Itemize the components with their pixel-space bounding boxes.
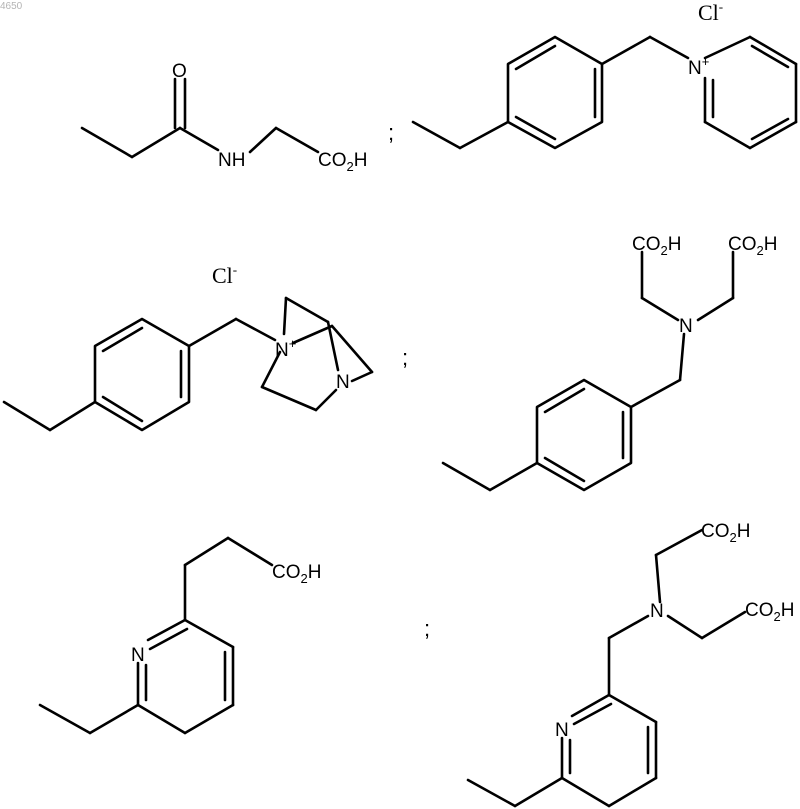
- structure-pyridinepropanoic-acid: N CO2H: [40, 538, 321, 733]
- page-label: 4650: [0, 1, 23, 12]
- carboxylic-acid-label: CO2H: [318, 150, 367, 174]
- bonds: [40, 538, 272, 733]
- carboxylic-acid-label: CO2H: [272, 562, 321, 586]
- bonds: [468, 530, 745, 806]
- separator-semicolon: ;: [424, 616, 430, 641]
- amine-nitrogen-label: N: [679, 316, 693, 337]
- pyridine-nitrogen-label: N: [131, 645, 145, 666]
- pyridinium-nitrogen-label: N+: [688, 54, 709, 79]
- bonds: [82, 79, 318, 157]
- quaternary-nitrogen-label: N+: [275, 336, 296, 361]
- structure-benzyl-iminodiacetic-acid: CO2H CO2H N: [443, 234, 777, 490]
- carboxylic-acid-label: CO2H: [728, 234, 777, 258]
- separator-semicolon: ;: [388, 120, 394, 145]
- structure-benzyl-dabco-chloride: Cl- N+ N: [4, 262, 372, 430]
- chloride-counterion: Cl-: [212, 262, 237, 288]
- carboxylic-acid-label: CO2H: [701, 521, 750, 545]
- amine-nitrogen-label: N: [650, 601, 664, 622]
- chloride-counterion: Cl-: [698, 0, 723, 25]
- amide-nh-label: NH: [218, 150, 245, 171]
- structure-propanoyl-glycine: O NH CO2H: [82, 61, 367, 174]
- carboxylic-acid-label: CO2H: [632, 234, 681, 258]
- oxygen-label: O: [172, 61, 187, 82]
- structure-pyridylmethyl-iminodiacetic-acid: CO2H CO2H N N: [468, 521, 794, 806]
- structure-benzylpyridinium-chloride: Cl- N+: [413, 0, 796, 148]
- carboxylic-acid-label: CO2H: [745, 600, 794, 624]
- pyridine-nitrogen-label: N: [555, 720, 569, 741]
- bonds: [443, 252, 733, 490]
- separator-semicolon: ;: [402, 345, 408, 370]
- bonds: [4, 298, 372, 430]
- bridgehead-nitrogen-label: N: [336, 372, 350, 393]
- bonds: [413, 37, 796, 148]
